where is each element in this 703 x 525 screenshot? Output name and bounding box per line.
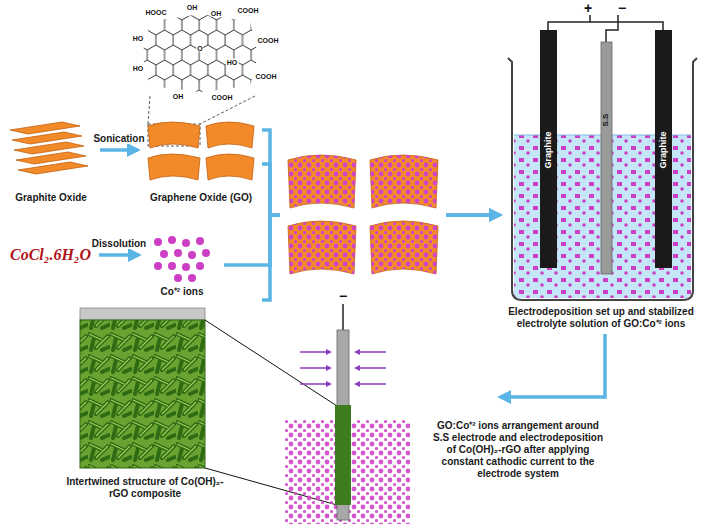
functional-group: HO xyxy=(226,59,239,66)
functional-group: HO xyxy=(132,65,145,72)
process-arrow xyxy=(100,148,138,152)
functional-group: HO xyxy=(132,35,145,42)
terminal-sign: − xyxy=(339,289,347,303)
electrode-label: S.S xyxy=(602,114,610,127)
electrode-assembly: GO:Co⁺² ions arrangement around S.S elec… xyxy=(280,320,500,524)
material-figure: Graphite Oxide xyxy=(4,118,98,210)
functional-group: COOH xyxy=(211,94,234,101)
node-caption: GO:Co⁺² ions arrangement around S.S elec… xyxy=(432,420,604,480)
electrode-label: Graphite xyxy=(659,131,668,168)
chemical-formula: CoCl₂.6H₂O xyxy=(4,245,97,264)
electrode-label: Graphite xyxy=(544,131,553,168)
process-arrow xyxy=(99,253,139,257)
electrodeposition-cell: Electrodeposition set up and stabilized … xyxy=(500,22,700,334)
node-caption: Graphene Oxide (GO) xyxy=(140,192,262,204)
functional-group: OH xyxy=(186,4,199,11)
ion-figure: Co⁺² ions xyxy=(140,232,224,302)
functional-group: COOH xyxy=(237,7,260,14)
terminal-sign: − xyxy=(618,1,626,15)
functional-group: COOH xyxy=(257,37,280,44)
edge-label: Dissolution xyxy=(92,239,146,249)
terminal-sign: + xyxy=(584,1,592,15)
node-caption: Graphite Oxide xyxy=(4,192,98,204)
node-caption: Co⁺² ions xyxy=(140,286,224,298)
composite-structure: Intertwined structure of Co(OH)₂-rGO com… xyxy=(66,300,224,518)
edge-label: Sonication xyxy=(93,134,144,144)
node-caption: Intertwined structure of Co(OH)₂-rGO com… xyxy=(66,476,224,500)
functional-group: OH xyxy=(172,93,185,100)
process-arrow xyxy=(500,334,605,397)
node-caption: Electrodeposition set up and stabilized … xyxy=(506,306,696,330)
material-figure: Graphene Oxide (GO) xyxy=(140,118,262,210)
functional-group: COOH xyxy=(255,73,278,80)
formula-box: CoCl₂.6H₂O xyxy=(4,240,97,270)
functional-group: O xyxy=(196,45,203,52)
functional-group: HOOC xyxy=(145,9,168,16)
functional-group: OH xyxy=(210,10,223,17)
